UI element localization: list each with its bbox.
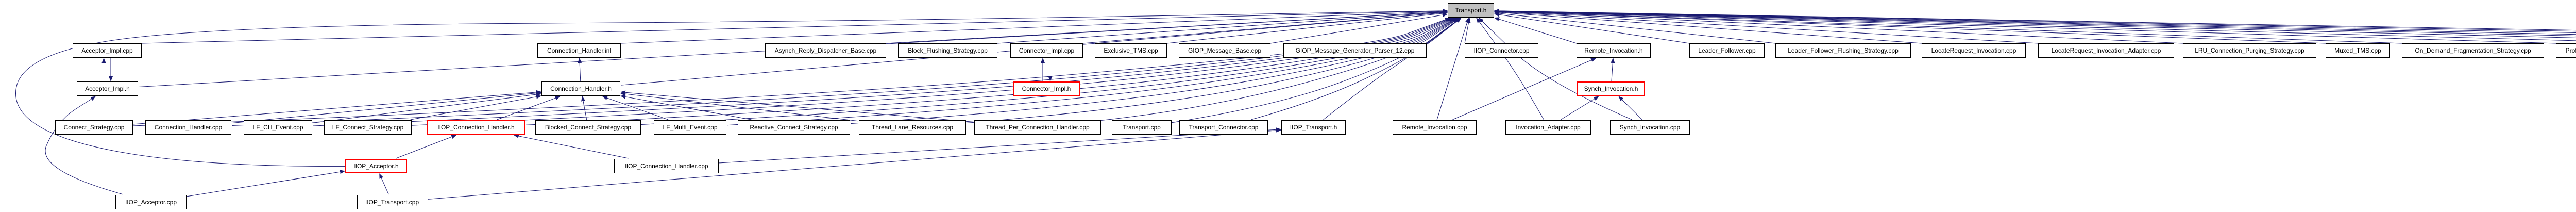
graph-node-giop-message-generator-parser-12-cpp[interactable]: GIOP_Message_Generator_Parser_12.cpp bbox=[1283, 43, 1427, 58]
graph-node-iiop-connection-handler-h[interactable]: IIOP_Connection_Handler.h bbox=[427, 120, 525, 135]
graph-node-synch-invocation-h[interactable]: Synch_Invocation.h bbox=[1577, 81, 1645, 96]
graph-node-asynch-reply-dispatcher-base-cpp[interactable]: Asynch_Reply_Dispatcher_Base.cpp bbox=[765, 43, 886, 58]
graph-node-thread-lane-resources-cpp[interactable]: Thread_Lane_Resources.cpp bbox=[859, 120, 966, 135]
graph-node-invocation-adapter-cpp[interactable]: Invocation_Adapter.cpp bbox=[1505, 120, 1591, 135]
graph-node-lru-connection-purging-strategy-cpp[interactable]: LRU_Connection_Purging_Strategy.cpp bbox=[2183, 43, 2316, 58]
graph-node-blocked-connect-strategy-cpp[interactable]: Blocked_Connect_Strategy.cpp bbox=[535, 120, 641, 135]
graph-node-lf-ch-event-cpp[interactable]: LF_CH_Event.cpp bbox=[244, 120, 312, 135]
graph-node-iiop-transport-h[interactable]: IIOP_Transport.h bbox=[1281, 120, 1346, 135]
graph-node-remote-invocation-h[interactable]: Remote_Invocation.h bbox=[1577, 43, 1651, 58]
graph-node-transport-connector-cpp[interactable]: Transport_Connector.cpp bbox=[1179, 120, 1268, 135]
graph-node-muxed-tms-cpp[interactable]: Muxed_TMS.cpp bbox=[2326, 43, 2390, 58]
graph-node-exclusive-tms-cpp[interactable]: Exclusive_TMS.cpp bbox=[1095, 43, 1167, 58]
graph-node-iiop-acceptor-cpp[interactable]: IIOP_Acceptor.cpp bbox=[115, 195, 187, 209]
graph-node-acceptor-impl-h[interactable]: Acceptor_Impl.h bbox=[77, 81, 138, 96]
graph-node-block-flushing-strategy-cpp[interactable]: Block_Flushing_Strategy.cpp bbox=[898, 43, 997, 58]
graph-node-transport-h: Transport.h bbox=[1448, 3, 1494, 18]
graph-node-profile-transport-resolver-cpp[interactable]: Profile_Transport_Resolver.cpp bbox=[2556, 43, 2576, 58]
graph-node-iiop-connection-handler-cpp[interactable]: IIOP_Connection_Handler.cpp bbox=[614, 159, 719, 173]
graph-node-acceptor-impl-cpp[interactable]: Acceptor_Impl.cpp bbox=[73, 43, 142, 58]
graph-node-iiop-connector-cpp[interactable]: IIOP_Connector.cpp bbox=[1465, 43, 1538, 58]
graph-node-leader-follower-cpp[interactable]: Leader_Follower.cpp bbox=[1689, 43, 1765, 58]
graph-node-connection-handler-inl[interactable]: Connection_Handler.inl bbox=[537, 43, 621, 58]
graph-node-connection-handler-h[interactable]: Connection_Handler.h bbox=[541, 81, 620, 96]
graph-node-lf-multi-event-cpp[interactable]: LF_Multi_Event.cpp bbox=[654, 120, 726, 135]
graph-node-connection-handler-cpp[interactable]: Connection_Handler.cpp bbox=[145, 120, 231, 135]
graph-node-giop-message-base-cpp[interactable]: GIOP_Message_Base.cpp bbox=[1179, 43, 1270, 58]
graph-node-remote-invocation-cpp[interactable]: Remote_Invocation.cpp bbox=[1393, 120, 1477, 135]
graph-node-locaterequest-invocation-cpp[interactable]: LocateRequest_Invocation.cpp bbox=[1922, 43, 2026, 58]
graph-node-transport-cpp[interactable]: Transport.cpp bbox=[1112, 120, 1172, 135]
graph-node-iiop-transport-cpp[interactable]: IIOP_Transport.cpp bbox=[357, 195, 427, 209]
graph-node-synch-invocation-cpp[interactable]: Synch_Invocation.cpp bbox=[1610, 120, 1690, 135]
graph-node-on-demand-fragmentation-strategy-cpp[interactable]: On_Demand_Fragmentation_Strategy.cpp bbox=[2402, 43, 2544, 58]
graph-node-reactive-connect-strategy-cpp[interactable]: Reactive_Connect_Strategy.cpp bbox=[738, 120, 850, 135]
graph-node-connect-strategy-cpp[interactable]: Connect_Strategy.cpp bbox=[55, 120, 133, 135]
graph-node-connector-impl-cpp[interactable]: Connector_Impl.cpp bbox=[1010, 43, 1083, 58]
graph-node-lf-connect-strategy-cpp[interactable]: LF_Connect_Strategy.cpp bbox=[324, 120, 412, 135]
graph-node-locaterequest-invocation-adapter-cpp[interactable]: LocateRequest_Invocation_Adapter.cpp bbox=[2038, 43, 2174, 58]
graph-node-iiop-acceptor-h[interactable]: IIOP_Acceptor.h bbox=[345, 159, 407, 173]
graph-node-thread-per-connection-handler-cpp[interactable]: Thread_Per_Connection_Handler.cpp bbox=[974, 120, 1101, 135]
graph-node-leader-follower-flushing-strategy-cpp[interactable]: Leader_Follower_Flushing_Strategy.cpp bbox=[1775, 43, 1911, 58]
graph-node-connector-impl-h[interactable]: Connector_Impl.h bbox=[1013, 81, 1080, 96]
